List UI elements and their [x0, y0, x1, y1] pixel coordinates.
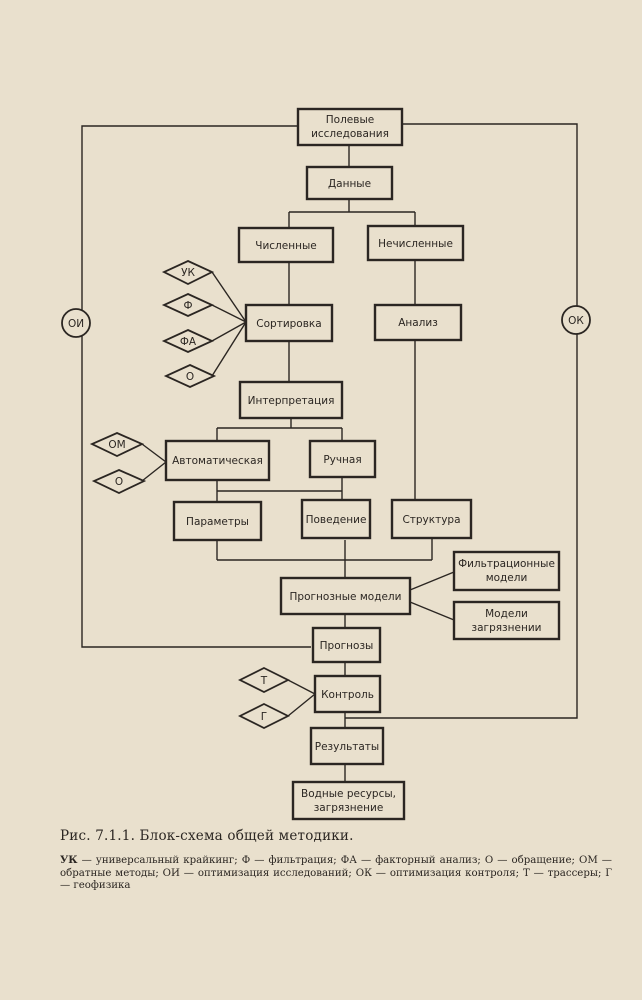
node-label-water-line2: загрязнение [314, 802, 384, 814]
node-automatic: Автоматическая [164, 439, 271, 482]
node-pollution-models: Модели загрязнении [452, 600, 561, 641]
figure-legend: УК — универсальный крайкинг; Ф — фильтра… [60, 854, 612, 893]
node-numeric: Численные [237, 226, 335, 264]
diamond-o-automatic: О [91, 469, 147, 494]
node-label-numeric: Численные [255, 240, 316, 252]
legend-abbr: УК [60, 854, 78, 866]
circle-label-oi: ОИ [68, 318, 84, 330]
node-forecast-models: Прогнозные модели [279, 576, 412, 616]
node-label-forecast-models: Прогнозные модели [290, 591, 402, 603]
node-filtration-models: Фильтрационные модели [452, 550, 561, 592]
node-label-automatic: Автоматическая [172, 455, 263, 467]
node-nonnumeric: Нечисленные [366, 224, 465, 262]
diamond-f: Ф [161, 293, 215, 317]
diamond-o-sorting: О [163, 364, 217, 388]
diamond-fa: ФА [161, 329, 215, 353]
node-structure: Структура [390, 498, 473, 540]
node-label-water-line1: Водные ресурсы, [301, 788, 396, 800]
circle-label-ok: ОК [568, 315, 584, 327]
diamond-label-t: Т [260, 675, 268, 687]
circle-ok: ОК [561, 305, 591, 335]
diamond-label-g: Г [261, 711, 267, 723]
flowchart: Полевые исследования Данные Численные Не… [61, 107, 591, 821]
node-label-results: Результаты [315, 741, 379, 753]
node-label-behavior: Поведение [306, 514, 367, 526]
circle-oi: ОИ [61, 308, 91, 338]
node-label-sorting: Сортировка [256, 318, 321, 330]
node-label-interpretation: Интерпретация [248, 395, 335, 407]
node-sorting: Сортировка [244, 303, 334, 343]
node-label-field-line2: исследования [311, 128, 389, 140]
diamond-t: Т [237, 666, 291, 694]
diamond-label-o1: О [186, 371, 194, 383]
node-water-resources: Водные ресурсы, загрязнение [291, 780, 406, 821]
diamond-label-uk: УК [181, 267, 195, 279]
node-label-forecasts: Прогнозы [320, 640, 374, 652]
node-field-research: Полевые исследования [296, 107, 404, 147]
node-label-nonnumeric: Нечисленные [378, 238, 453, 250]
node-label-filtration-line2: модели [486, 572, 528, 584]
node-label-data: Данные [328, 178, 371, 190]
node-label-field-line1: Полевые [326, 114, 374, 126]
diamond-uk: УК [161, 260, 215, 286]
diamond-label-om: ОМ [108, 439, 125, 451]
diamond-g: Г [237, 702, 291, 730]
diamond-label-o2: О [115, 476, 123, 488]
legend-text: — универсальный крайкинг; Ф — фильтрация… [60, 855, 612, 891]
node-label-analysis: Анализ [398, 317, 438, 329]
node-forecasts: Прогнозы [311, 626, 382, 664]
node-label-pollution-line2: загрязнении [472, 622, 542, 634]
node-label-filtration-line1: Фильтрационные [458, 558, 555, 570]
node-label-structure: Структура [402, 514, 460, 526]
node-label-parameters: Параметры [186, 516, 249, 528]
diamond-label-f: Ф [183, 300, 192, 312]
node-manual: Ручная [308, 439, 377, 479]
diamond-om: ОМ [89, 432, 145, 457]
node-parameters: Параметры [172, 500, 263, 542]
figure-caption: Рис. 7.1.1. Блок-схема общей методики. [60, 828, 354, 844]
node-label-manual: Ручная [323, 454, 361, 466]
node-label-control: Контроль [321, 689, 374, 701]
node-control: Контроль [313, 674, 382, 714]
node-data: Данные [305, 165, 394, 201]
diamond-label-fa: ФА [180, 336, 197, 348]
node-analysis: Анализ [373, 303, 463, 342]
node-interpretation: Интерпретация [238, 380, 344, 420]
node-label-pollution-line1: Модели [485, 608, 528, 620]
node-behavior: Поведение [300, 498, 372, 540]
connectors [81, 123, 578, 782]
node-results: Результаты [309, 726, 385, 766]
